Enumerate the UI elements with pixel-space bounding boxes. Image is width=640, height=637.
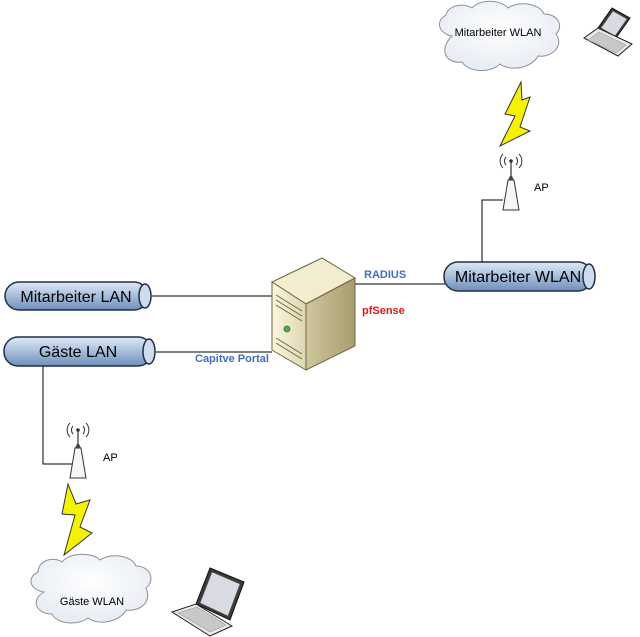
connection-lines — [42, 199, 503, 465]
pipe-mitarbeiter-wlan: Mitarbeiter WLAN — [443, 261, 596, 292]
cloud-mitarbeiter-wlan-icon — [438, 0, 560, 71]
ap-bottom-label: AP — [103, 452, 118, 464]
server-icon — [270, 257, 357, 371]
cloud-top-label: Mitarbeiter WLAN — [455, 27, 542, 39]
lightning-top-icon — [498, 80, 532, 148]
link-bottom-ap — [42, 366, 72, 465]
link-top-ap — [481, 199, 503, 262]
pipe-mitarbeiter-lan-label: Mitarbeiter LAN — [20, 289, 131, 306]
access-point-top-icon — [499, 153, 523, 211]
pipe-mitarbeiter-wlan-label: Mitarbeiter WLAN — [455, 269, 581, 286]
pipe-gaeste-lan: Gäste LAN — [3, 336, 156, 367]
lightning-bottom-icon — [61, 482, 93, 557]
access-point-bottom-icon — [66, 422, 90, 479]
pipe-gaeste-lan-label: Gäste LAN — [39, 344, 117, 361]
laptop-bottom-icon — [170, 567, 245, 637]
cloud-bottom-label: Gäste WLAN — [60, 596, 124, 608]
cloud-gaeste-wlan-icon — [30, 553, 152, 624]
radius-label: RADIUS — [364, 269, 406, 281]
ap-top-label: AP — [534, 182, 549, 194]
laptop-top-icon — [583, 7, 633, 57]
pipe-mitarbeiter-lan: Mitarbeiter LAN — [4, 281, 152, 311]
captive-portal-label: Capitve Portal — [195, 353, 269, 365]
pfsense-label: pfSense — [362, 305, 405, 317]
